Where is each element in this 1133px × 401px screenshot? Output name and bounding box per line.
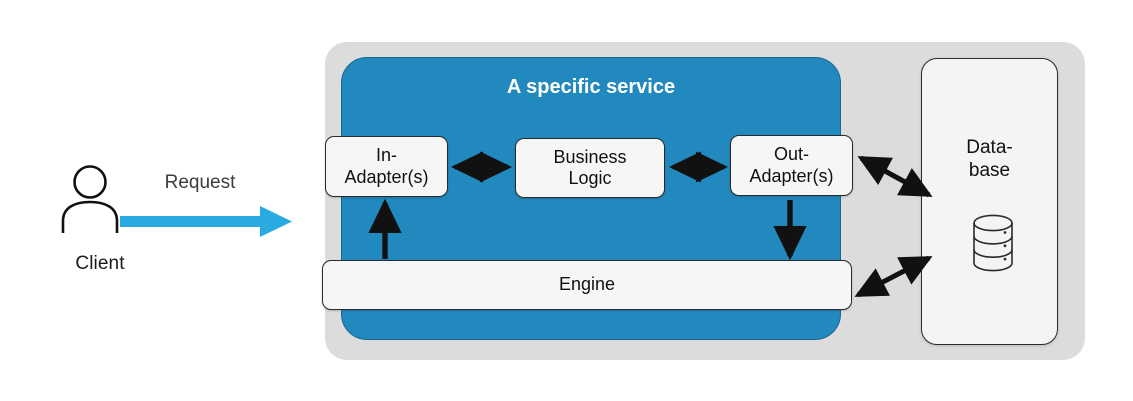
request-label: Request: [164, 172, 236, 193]
node-business-logic-line2: Logic: [568, 168, 612, 188]
node-engine-label: Engine: [558, 274, 616, 295]
node-in-adapter: In- Adapter(s): [325, 136, 448, 197]
node-in-adapter-line1: In-: [375, 145, 397, 166]
node-in-adapter-label: In- Adapter(s): [344, 145, 428, 187]
node-engine: Engine: [322, 260, 852, 310]
database-label-line1: Data-: [966, 137, 1013, 158]
node-in-adapter-line2: Adapter(s): [344, 166, 429, 187]
node-business-logic-label: Business Logic: [553, 147, 626, 189]
node-business-logic: Business Logic: [515, 138, 665, 198]
node-out-adapter-line1: Out-: [773, 144, 809, 165]
client-label: Client: [75, 253, 125, 274]
database-label: Data- base: [922, 137, 1057, 183]
database-card: Data- base: [921, 58, 1058, 345]
database-cylinder-icon: [972, 214, 1014, 272]
right-arrow-icon: [120, 204, 292, 243]
node-out-adapter: Out- Adapter(s): [730, 135, 853, 196]
node-out-adapter-label: Out- Adapter(s): [749, 144, 833, 186]
client-group: Client: [45, 165, 155, 280]
database-label-line2: base: [968, 159, 1011, 181]
node-out-adapter-line2: Adapter(s): [749, 165, 834, 186]
person-icon: [59, 165, 121, 235]
service-title: A specific service: [506, 76, 676, 98]
request-connector: Request: [120, 172, 295, 242]
node-business-logic-line1: Business: [553, 146, 627, 167]
